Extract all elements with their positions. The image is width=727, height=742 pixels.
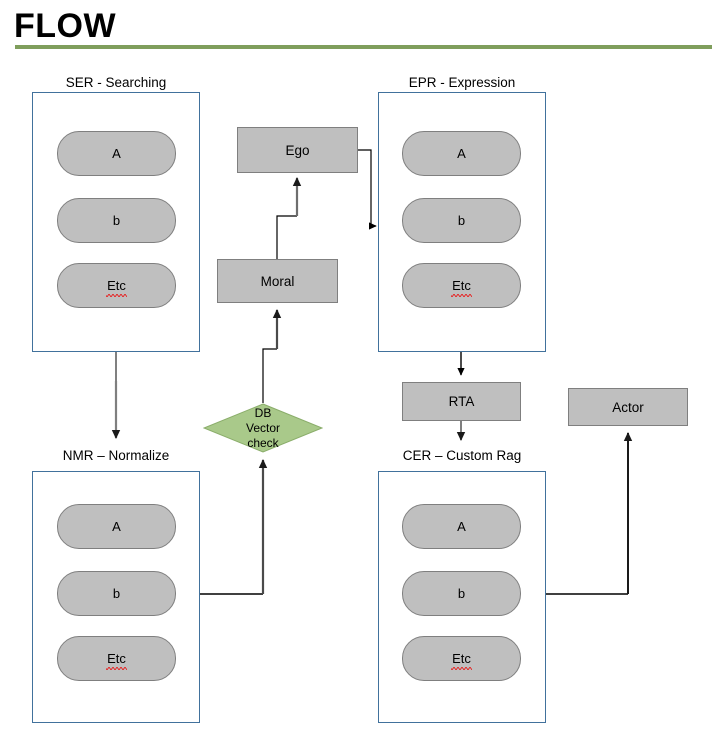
pill-nmr-etc[interactable]: Etc: [57, 636, 176, 681]
pill-cer-b[interactable]: b: [402, 571, 521, 616]
pill-ser-etc[interactable]: Etc: [57, 263, 176, 308]
group-label-epr: EPR - Expression: [408, 75, 516, 90]
diamond-shape: [203, 403, 323, 453]
pill-epr-b[interactable]: b: [402, 198, 521, 243]
pill-nmr-b[interactable]: b: [57, 571, 176, 616]
group-label-cer: CER – Custom Rag: [402, 448, 522, 463]
pill-ser-a[interactable]: A: [57, 131, 176, 176]
group-label-nmr: NMR – Normalize: [62, 448, 170, 463]
pill-ser-b[interactable]: b: [57, 198, 176, 243]
page-title: FLOW: [14, 7, 117, 45]
connector-nmr-to-decision: [200, 459, 268, 595]
pill-label: Etc: [106, 651, 127, 670]
connector-decision-to-moral: [262, 309, 282, 403]
pill-label: Etc: [451, 651, 472, 670]
group-label-ser: SER - Searching: [65, 75, 167, 90]
pill-epr-etc[interactable]: Etc: [402, 263, 521, 308]
pill-label: b: [112, 213, 121, 228]
pill-label: b: [112, 586, 121, 601]
pill-nmr-a[interactable]: A: [57, 504, 176, 549]
connector-ego-to-epr: [358, 149, 377, 230]
pill-label: Etc: [106, 278, 127, 297]
pill-label: A: [457, 519, 466, 534]
pill-label: b: [457, 213, 466, 228]
pill-epr-a[interactable]: A: [402, 131, 521, 176]
node-label: Ego: [285, 142, 310, 158]
connector-cer-to-actor: [546, 432, 633, 595]
node-label: Moral: [260, 273, 295, 289]
node-actor[interactable]: Actor: [568, 388, 688, 426]
pill-label: Etc: [451, 278, 472, 297]
title-underline-rule: [15, 45, 712, 49]
pill-label: A: [112, 146, 121, 161]
node-label: Actor: [612, 399, 644, 415]
pill-cer-a[interactable]: A: [402, 504, 521, 549]
node-ego[interactable]: Ego: [237, 127, 358, 173]
node-rta[interactable]: RTA: [402, 382, 521, 421]
pill-cer-etc[interactable]: Etc: [402, 636, 521, 681]
pill-label: b: [457, 586, 466, 601]
pill-label: A: [457, 146, 466, 161]
node-db-vector-check[interactable]: DB Vector check: [203, 403, 323, 453]
node-moral[interactable]: Moral: [217, 259, 338, 303]
node-label: RTA: [448, 394, 475, 409]
connector-moral-to-ego: [276, 177, 302, 259]
pill-label: A: [112, 519, 121, 534]
